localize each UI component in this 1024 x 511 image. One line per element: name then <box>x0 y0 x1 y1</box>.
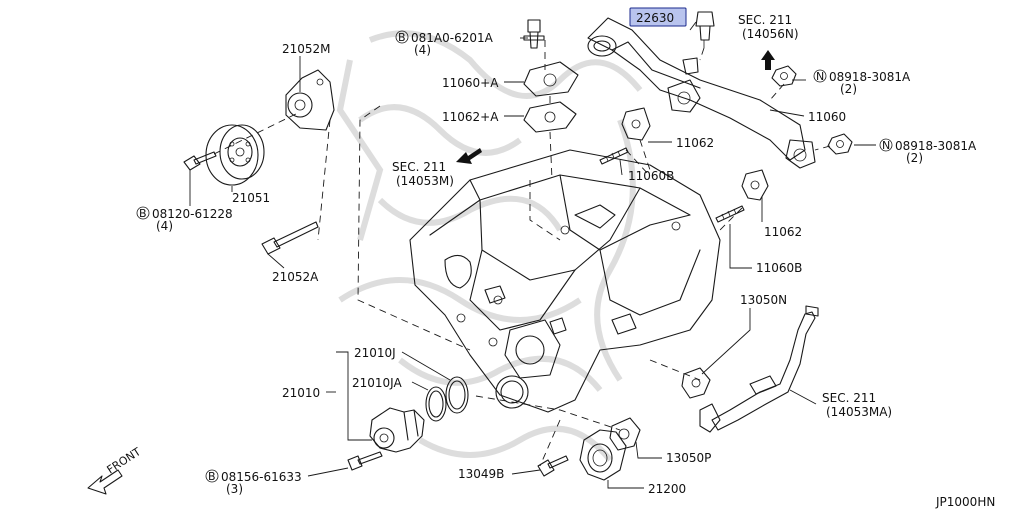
part-label-21010[interactable]: 21010 <box>282 386 320 400</box>
water-pump-pulley-21051 <box>205 124 265 186</box>
sec-label-14053ma[interactable]: SEC. 211 <box>822 391 876 405</box>
water-outlet-pipe <box>587 17 816 169</box>
pulley-bolt-08120 <box>183 151 217 171</box>
leader-lines <box>189 37 876 489</box>
part-label-11062-top[interactable]: 11062 <box>676 136 714 150</box>
svg-text:N: N <box>882 139 890 152</box>
part-label-13050n[interactable]: 13050N <box>740 293 787 307</box>
part-label-21052m[interactable]: 21052M <box>282 42 331 56</box>
nut-prefix-mid: N <box>879 138 893 152</box>
part-label-21052a[interactable]: 21052A <box>272 270 319 284</box>
part-label-21051[interactable]: 21051 <box>232 191 270 205</box>
part-label-11060b-top[interactable]: 11060B <box>628 169 674 183</box>
part-label-13049b[interactable]: 13049B <box>458 467 504 481</box>
o-ring-21010j <box>445 376 469 414</box>
bolt-prefix-08156: B <box>205 469 219 483</box>
water-pipe-14053ma <box>699 305 819 433</box>
bolt-top <box>523 19 545 49</box>
thermostat-housing-21200 <box>579 429 627 481</box>
part-label-22630[interactable]: 22630 <box>636 11 674 25</box>
part-label-21010j[interactable]: 21010J <box>354 346 396 360</box>
long-bolt-21052a <box>261 221 319 255</box>
gasket-11062a <box>523 101 577 133</box>
nut-mid <box>827 133 853 155</box>
part-label-08156-61633[interactable]: 08156-61633 <box>221 470 302 484</box>
svg-text:B: B <box>208 470 216 483</box>
sec-code-14056n: (14056N) <box>742 27 799 41</box>
part-label-11062a[interactable]: 11062+A <box>442 110 499 124</box>
part-label-11062-mid[interactable]: 11062 <box>764 225 802 239</box>
front-label: FRONT <box>105 445 144 477</box>
stud-11060b-mid <box>715 205 745 223</box>
part-label-11060a[interactable]: 11060+A <box>442 76 499 90</box>
temperature-sensor <box>689 11 715 48</box>
sec-code-14053m: (14053M) <box>396 174 454 188</box>
qty-081a0: (4) <box>414 43 431 57</box>
highlight-22630[interactable] <box>629 7 687 27</box>
watermark-emblem <box>336 30 643 462</box>
qty-08918-mid: (2) <box>906 151 923 165</box>
nut-prefix-top: N <box>813 69 827 83</box>
pump-bolt-08156 <box>347 451 383 471</box>
part-label-13050p[interactable]: 13050P <box>666 451 711 465</box>
part-label-21010ja[interactable]: 21010JA <box>352 376 403 390</box>
part-label-11060b-mid[interactable]: 11060B <box>756 261 802 275</box>
bolt-13049b <box>537 455 569 477</box>
svg-text:B: B <box>398 31 406 44</box>
arrow-down-left <box>456 148 482 164</box>
part-label-21200[interactable]: 21200 <box>648 482 686 496</box>
svg-text:N: N <box>816 70 824 83</box>
part-label-11060[interactable]: 11060 <box>808 110 846 124</box>
diagram-id: JP1000HN <box>935 495 995 509</box>
water-pump-21010 <box>369 407 425 453</box>
part-label-08120-61228[interactable]: 08120-61228 <box>152 207 233 221</box>
engine-block <box>409 149 721 413</box>
part-label-08918-mid[interactable]: 08918-3081A <box>895 139 977 153</box>
bolt-prefix-08120: B <box>136 206 150 220</box>
part-label-081a0-6201a[interactable]: 081A0-6201A <box>411 31 494 45</box>
gasket-13050n <box>681 367 711 399</box>
gasket-11062-mid <box>741 169 769 201</box>
sec-code-14053ma: (14053MA) <box>826 405 892 419</box>
qty-08156: (3) <box>226 482 243 496</box>
svg-text:B: B <box>139 207 147 220</box>
front-arrow <box>87 469 123 495</box>
nut-top <box>771 65 797 87</box>
assembly-lines <box>213 40 831 467</box>
pulley-bracket-21052m <box>285 69 335 131</box>
qty-08120: (4) <box>156 219 173 233</box>
gasket-11060a <box>523 61 579 97</box>
o-ring-21010ja <box>425 386 447 422</box>
qty-08918-top: (2) <box>840 82 857 96</box>
arrow-up <box>761 50 775 70</box>
bolt-prefix-081a0: B <box>395 30 409 44</box>
sec-label-14053m[interactable]: SEC. 211 <box>392 160 446 174</box>
part-label-08918-top[interactable]: 08918-3081A <box>829 70 911 84</box>
gasket-11062-top <box>621 107 651 141</box>
sec-label-14056n[interactable]: SEC. 211 <box>738 13 792 27</box>
gasket-13050p <box>609 417 641 451</box>
